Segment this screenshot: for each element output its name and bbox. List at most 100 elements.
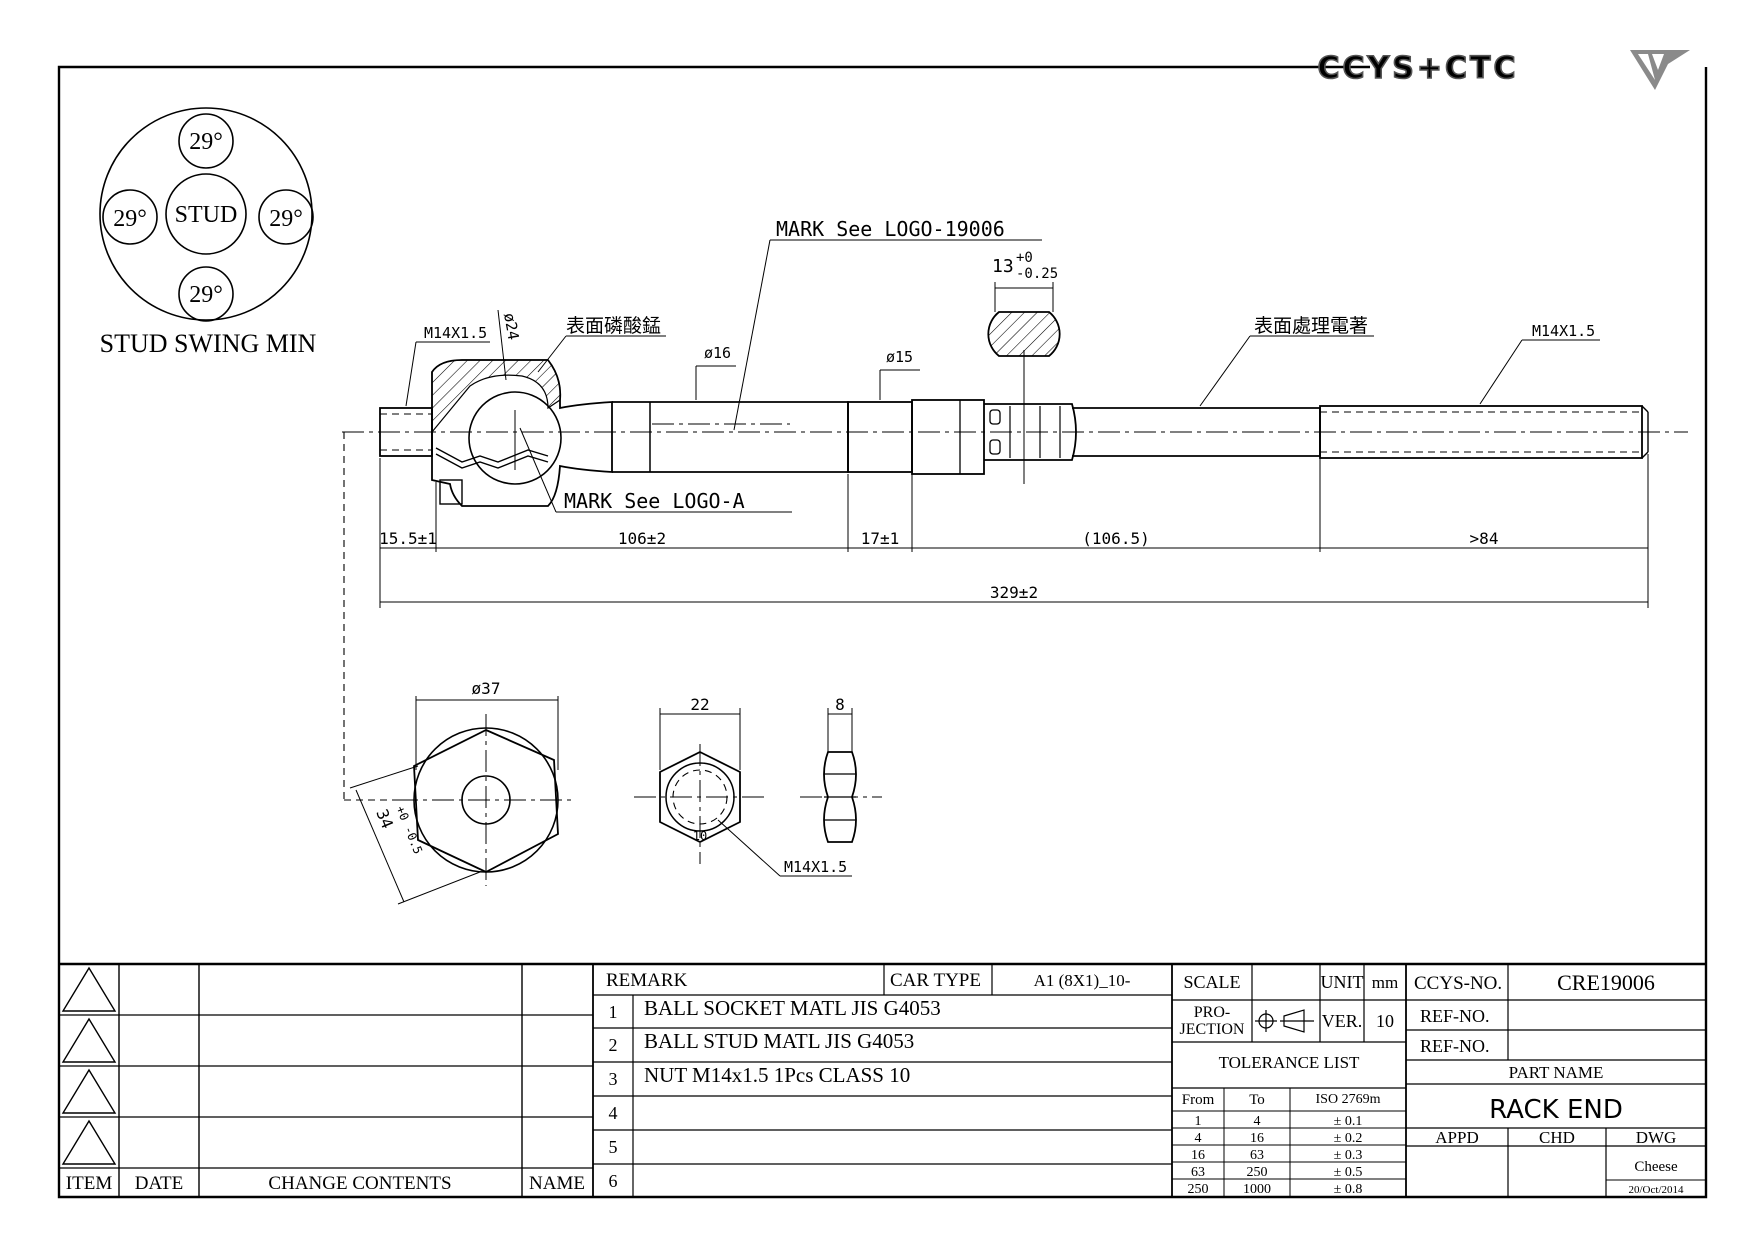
swing-angle-left: 29° — [113, 206, 147, 232]
left-thread-spec: M14X1.5 — [424, 324, 487, 342]
scale-label: SCALE — [1183, 972, 1240, 992]
ref-no-label-1: REF-NO. — [1420, 1006, 1490, 1026]
dia-24-label: ø24 — [500, 312, 522, 342]
remark-no-4: 4 — [609, 1103, 618, 1123]
tol-to-1: 4 — [1254, 1114, 1261, 1129]
remark-header: REMARK — [606, 970, 688, 991]
tol-value-1: ± 0.1 — [1334, 1114, 1363, 1129]
appd-label: APPD — [1435, 1128, 1478, 1147]
swing-circle-bottom — [178, 266, 234, 322]
surface-treatment-left: 表面磷酸錳 — [566, 315, 661, 337]
tol-header-iso: ISO 2769m — [1316, 1092, 1381, 1107]
unit-label: UNIT — [1321, 972, 1364, 992]
leader-annotations: M14X1.5 ø24 表面磷酸錳 MARK See LOGO-19006 MA… — [405, 217, 1600, 513]
tolerance-title: TOLERANCE LIST — [1219, 1053, 1360, 1072]
projection-label-1: PRO- — [1194, 1004, 1230, 1021]
tol-value-5: ± 0.8 — [1334, 1182, 1363, 1197]
company-logo: CCYS+CTC — [1317, 50, 1690, 90]
tol-from-2: 4 — [1195, 1131, 1202, 1146]
rack-end-side-view — [342, 350, 1688, 507]
logo-text: CCYS+CTC — [1318, 51, 1519, 86]
swing-circle-left — [102, 189, 158, 245]
dwg-date: 20/Oct/2014 — [1629, 1184, 1684, 1196]
mark-logo-bottom: MARK See LOGO-A — [564, 489, 745, 513]
hex-flats-label: 34 — [372, 806, 397, 831]
dwg-label: DWG — [1636, 1128, 1677, 1147]
tolerance-table: 1 4 ± 0.1 4 16 ± 0.2 16 63 ± 0.3 63 250 … — [1188, 1114, 1363, 1197]
dim-106-5: (106.5) — [1082, 529, 1149, 548]
dwg-name: Cheese — [1634, 1159, 1678, 1175]
dia-15-label: ø15 — [886, 348, 913, 366]
dim-overall: 329±2 — [990, 583, 1038, 602]
dim-17: 17±1 — [861, 529, 900, 548]
ref-no-label-2: REF-NO. — [1420, 1036, 1490, 1056]
remark-no-5: 5 — [609, 1137, 618, 1157]
chd-label: CHD — [1539, 1128, 1575, 1147]
nut-front-view: 22 10 M14X1.5 — [634, 695, 852, 877]
mark-logo-top: MARK See LOGO-19006 — [776, 217, 1005, 241]
swing-circle-right — [258, 189, 314, 245]
scale-projection-block: SCALE UNIT mm PRO- JECTION VER. 10 TOLER… — [1180, 972, 1399, 1108]
drawing-frame — [57, 65, 1708, 1199]
tol-value-4: ± 0.5 — [1334, 1165, 1363, 1180]
car-type-value: A1 (8X1)_10- — [1034, 971, 1131, 990]
ball-stud — [468, 391, 562, 485]
flats-tol-lower: -0.25 — [1016, 266, 1058, 282]
remark-no-3: 3 — [609, 1069, 618, 1089]
title-block-grid — [59, 962, 1706, 1197]
tol-to-3: 63 — [1250, 1148, 1264, 1163]
rev-header-name: NAME — [529, 1173, 585, 1194]
tol-header-to: To — [1249, 1092, 1265, 1108]
wrench-flats — [984, 403, 1077, 461]
revision-triangles — [61, 966, 117, 1165]
remark-no-2: 2 — [609, 1035, 618, 1055]
tol-from-5: 250 — [1188, 1182, 1209, 1197]
remark-text-2: BALL STUD MATL JIS G4053 — [644, 1029, 914, 1053]
remark-text-1: BALL SOCKET MATL JIS G4053 — [644, 996, 941, 1020]
socket-section-hatch — [431, 359, 561, 434]
flats-tol-upper: +0 — [1016, 250, 1033, 266]
nut-width-label: 22 — [690, 695, 709, 714]
rev-header-contents: CHANGE CONTENTS — [268, 1173, 451, 1194]
hex-end-view: ø37 34 +0 -0.5 — [349, 679, 576, 905]
dim-106: 106±2 — [618, 529, 666, 548]
flats-width-label: 13 — [992, 256, 1014, 277]
dim-84: >84 — [1470, 529, 1499, 548]
tie-rod-inner — [612, 401, 849, 473]
right-thread-spec: M14X1.5 — [1532, 322, 1595, 340]
tol-from-3: 16 — [1191, 1148, 1205, 1163]
nut-thick-label: 8 — [835, 695, 845, 714]
tol-from-1: 1 — [1195, 1114, 1202, 1129]
part-name-label: PART NAME — [1509, 1063, 1604, 1082]
first-angle-projection-icon — [1255, 1009, 1314, 1033]
part-name-value: RACK END — [1489, 1095, 1623, 1125]
nut-thread-spec: M14X1.5 — [784, 858, 847, 876]
tol-value-2: ± 0.2 — [1334, 1131, 1363, 1146]
swing-center-label: STUD — [175, 202, 238, 228]
right-thread — [1319, 405, 1643, 459]
dim-15-5: 15.5±1 — [379, 529, 437, 548]
ccys-no-label: CCYS-NO. — [1414, 973, 1502, 994]
unit-value: mm — [1372, 973, 1398, 992]
ver-value: 10 — [1376, 1011, 1394, 1031]
remarks-table: REMARK CAR TYPE A1 (8X1)_10- 1 BALL SOCK… — [606, 970, 1131, 1191]
tol-to-4: 250 — [1247, 1165, 1268, 1180]
stud-swing-diagram: 29° 29° 29° 29° STUD STUD SWING MIN — [99, 107, 317, 358]
nut-side-view: 8 — [800, 695, 882, 843]
part-info-block: CCYS-NO. CRE19006 REF-NO. REF-NO. PART N… — [1414, 970, 1684, 1196]
hex-dia-label: ø37 — [472, 679, 501, 698]
tol-from-4: 63 — [1191, 1165, 1205, 1180]
swing-circle-center — [165, 173, 247, 255]
rev-header-date: DATE — [135, 1173, 184, 1194]
tol-header-from: From — [1182, 1092, 1215, 1108]
swing-angle-right: 29° — [269, 206, 303, 232]
car-type-label: CAR TYPE — [890, 970, 981, 991]
rev-header-item: ITEM — [66, 1173, 113, 1194]
tol-to-2: 16 — [1250, 1131, 1264, 1146]
rod-collar — [911, 399, 985, 475]
revision-table: ITEM DATE CHANGE CONTENTS NAME — [66, 1173, 585, 1194]
tol-value-3: ± 0.3 — [1334, 1148, 1363, 1163]
remark-no-1: 1 — [609, 1002, 618, 1022]
ccys-no-value: CRE19006 — [1557, 970, 1655, 995]
